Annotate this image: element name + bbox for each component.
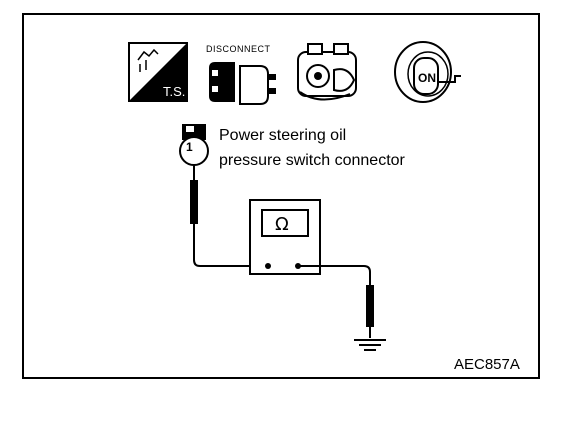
callout-number: 1 (186, 140, 193, 154)
connector-terminal-slot (186, 126, 194, 132)
ignition-on-label: ON (418, 71, 436, 85)
troubleshooting-icon: T.S. (128, 42, 188, 102)
connector-label-line2: pressure switch connector (219, 152, 405, 169)
connector-label-line1: Power steering oil (219, 127, 347, 144)
figure-code: AEC857A (454, 356, 520, 373)
ohmmeter: Ω (249, 199, 321, 275)
disconnect-label: DISCONNECT (206, 44, 271, 54)
ts-icon-label: T.S. (163, 84, 185, 99)
ohm-symbol: Ω (275, 214, 289, 235)
wire-positive (193, 240, 268, 267)
test-probe-positive (190, 180, 198, 224)
ground-icon (354, 339, 386, 351)
battery-terminal-icon (297, 43, 357, 101)
figure-frame (22, 13, 540, 379)
wire-negative (298, 265, 371, 285)
ignition-key-icon: ON (394, 41, 461, 103)
callout-circle (179, 136, 209, 166)
disconnect-connector-icon (209, 62, 276, 105)
test-probe-negative (366, 285, 374, 327)
